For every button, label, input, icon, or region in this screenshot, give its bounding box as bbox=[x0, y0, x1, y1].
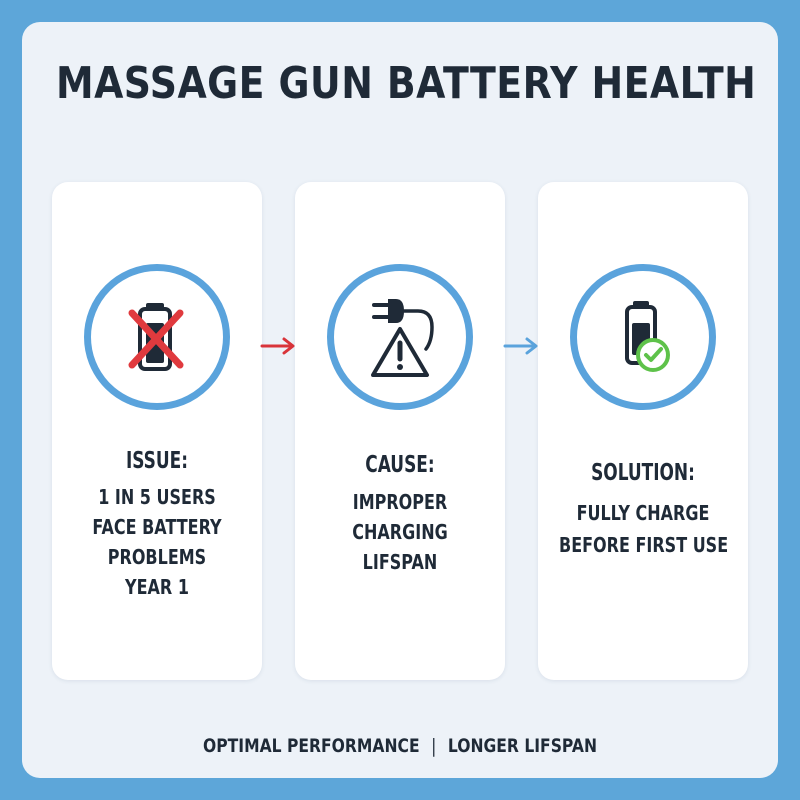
solution-line-2: BEFORE FIRST USE bbox=[559, 533, 729, 557]
crossed-battery-icon bbox=[128, 303, 184, 371]
cause-line-1: IMPROPER bbox=[352, 490, 448, 514]
cause-heading: CAUSE: bbox=[365, 452, 435, 478]
solution-card: SOLUTION: FULLY CHARGE BEFORE FIRST USE bbox=[538, 182, 748, 680]
issue-card: ISSUE: 1 IN 5 USERS FACE BATTERY PROBLEM… bbox=[52, 182, 262, 680]
issue-line-3: PROBLEMS bbox=[107, 545, 207, 569]
page-title: MASSAGE GUN BATTERY HEALTH bbox=[56, 58, 757, 109]
issue-heading: ISSUE: bbox=[125, 448, 189, 474]
footer-right-text: LONGER LIFSPAN bbox=[447, 735, 598, 757]
footer-tagline: OPTIMAL PERFORMANCE | LONGER LIFSPAN bbox=[72, 735, 728, 757]
blue-arrow-icon bbox=[503, 337, 538, 355]
cause-line-2: CHARGING bbox=[352, 520, 448, 544]
cause-line-3: LIFSPAN bbox=[362, 550, 438, 574]
solution-icon-ring bbox=[570, 264, 716, 410]
issue-line-2: FACE BATTERY bbox=[92, 515, 222, 539]
cause-card: CAUSE: IMPROPER CHARGING LIFSPAN bbox=[295, 182, 505, 680]
issue-line-4: YEAR 1 bbox=[125, 575, 189, 599]
battery-check-icon bbox=[625, 301, 670, 372]
plug-warning-icon bbox=[371, 299, 434, 377]
issue-line-1: 1 IN 5 USERS bbox=[98, 485, 216, 509]
red-arrow-icon bbox=[260, 337, 295, 355]
footer-separator: | bbox=[431, 735, 437, 757]
issue-icon-ring bbox=[84, 264, 230, 410]
cause-icon-ring bbox=[327, 264, 473, 410]
solution-line-1: FULLY CHARGE bbox=[576, 501, 710, 525]
solution-heading: SOLUTION: bbox=[591, 460, 695, 486]
footer-left-text: OPTIMAL PERFORMANCE bbox=[202, 735, 420, 757]
